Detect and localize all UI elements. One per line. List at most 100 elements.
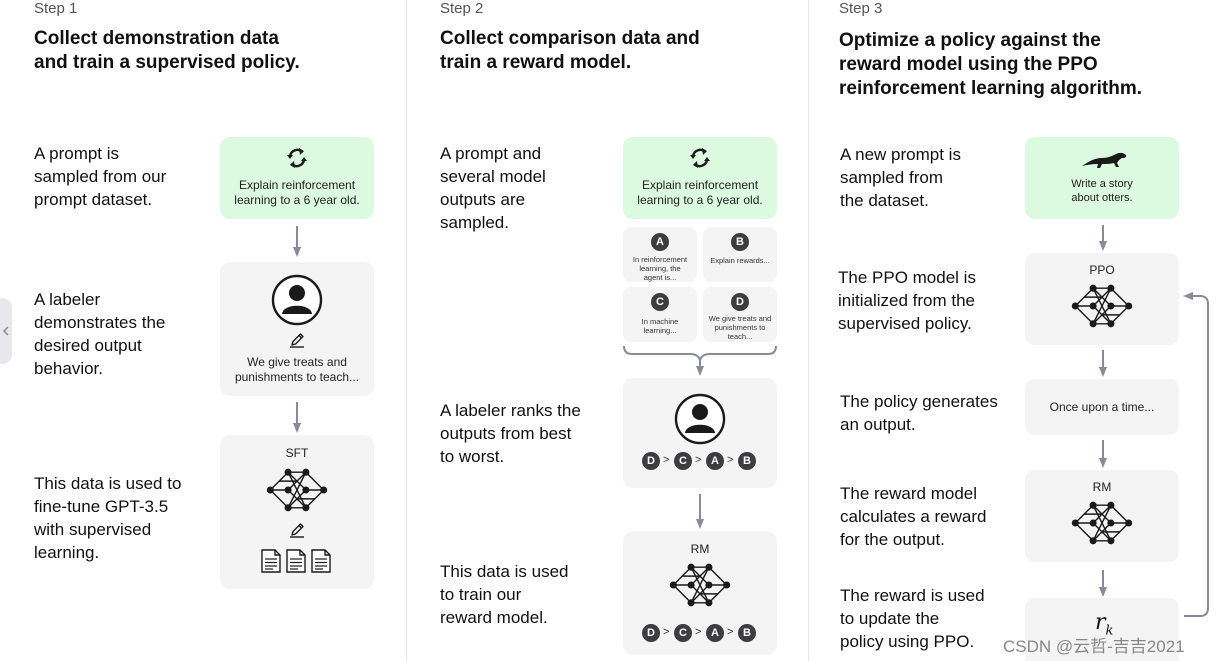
desc-line: demonstrates the <box>34 313 166 332</box>
sft-model-box: SFT <box>220 435 374 589</box>
ranking-row: D > C > A > B <box>642 624 762 642</box>
output-card-a: A In reinforcement learning, the agent i… <box>623 227 697 282</box>
desc-line: desired output <box>34 336 142 355</box>
prompt-box: Explain reinforcement learning to a 6 ye… <box>623 137 777 219</box>
neural-network-icon <box>668 560 732 610</box>
rank-separator: > <box>727 454 734 466</box>
side-panel-toggle[interactable] <box>0 298 12 364</box>
desc-line: to worst. <box>440 447 505 466</box>
desc-line: The policy generates <box>840 392 998 411</box>
rank-badge: B <box>738 624 756 642</box>
column-divider <box>406 0 407 661</box>
output-line: teach... <box>727 332 753 341</box>
output-text: Explain rewards... <box>705 256 775 265</box>
rank-badge: B <box>738 452 756 470</box>
reward-box: rk <box>1025 598 1179 661</box>
output-card-c: C In machine learning... <box>623 287 697 342</box>
output-letter-badge: C <box>651 293 669 311</box>
output-text: In machine learning... <box>625 317 695 335</box>
desc-line: fine-tune GPT-3.5 <box>34 497 169 516</box>
output-line: Explain rewards... <box>710 256 770 265</box>
rank-badge: A <box>706 452 724 470</box>
desc-line: for the output. <box>840 530 945 549</box>
step-label: Step 1 <box>34 0 78 17</box>
title-line: reinforcement learning algorithm. <box>839 78 1142 99</box>
prompt-line: learning to a 6 year old. <box>637 193 763 207</box>
document-icon <box>261 549 281 573</box>
person-icon <box>674 393 726 445</box>
person-icon <box>271 274 323 326</box>
desc-line: A labeler <box>34 290 101 309</box>
output-line: punishments to <box>714 323 766 332</box>
step-description: The PPO model is initialized from the su… <box>838 266 976 335</box>
prompt-line: Explain reinforcement <box>641 178 759 192</box>
step-description: The policy generates an output. <box>840 390 998 436</box>
desc-line: The reward is used <box>840 586 985 605</box>
desc-line: learning. <box>34 543 100 562</box>
document-icon <box>311 549 331 573</box>
ppo-model-box: PPO <box>1025 253 1179 345</box>
output-letter-badge: A <box>651 233 669 251</box>
desc-line: an output. <box>840 415 916 434</box>
neural-network-icon <box>1070 498 1134 548</box>
step-description: A labeler demonstrates the desired outpu… <box>34 288 165 380</box>
title-line: Collect comparison data and <box>440 28 700 49</box>
desc-line: calculates a reward <box>840 507 987 526</box>
rank-badge: D <box>642 624 660 642</box>
step-title: Optimize a policy against the reward mod… <box>839 29 1142 101</box>
output-line: We give treats and <box>708 314 772 323</box>
desc-line: outputs are <box>440 190 526 209</box>
step-description: A prompt is sampled from our prompt data… <box>34 142 166 211</box>
prompt-text: Explain reinforcement learning to a 6 ye… <box>623 178 777 208</box>
desc-line: with supervised <box>34 520 152 539</box>
title-line: and train a supervised policy. <box>34 52 300 73</box>
desc-line: sampled from <box>840 168 943 187</box>
refresh-arrows-icon <box>688 146 712 170</box>
desc-line: to update the <box>840 609 940 628</box>
ranking-box: D > C > A > B <box>623 378 777 488</box>
desc-line: The PPO model is <box>838 268 976 287</box>
rank-separator: > <box>663 454 670 466</box>
reward-model-box: RM <box>1025 470 1179 562</box>
watermark: CSDN @云哲-吉吉2021 <box>1003 637 1185 656</box>
output-line: In machine <box>641 317 679 326</box>
refresh-arrows-icon <box>285 146 309 170</box>
policy-output-box: Once upon a time... <box>1025 379 1179 435</box>
output-line: agent is... <box>643 273 677 282</box>
reward-model-box: RM D > C > A > B <box>623 531 777 655</box>
rank-badge: D <box>642 452 660 470</box>
desc-line: This data is used <box>440 562 569 581</box>
document-icon <box>286 549 306 573</box>
demo-line: We give treats and <box>247 355 347 369</box>
desc-line: to train our <box>440 585 522 604</box>
step-description: The reward is used to update the policy … <box>840 584 985 653</box>
desc-line: behavior. <box>34 359 103 378</box>
desc-line: outputs from best <box>440 424 572 443</box>
neural-network-icon <box>1070 281 1134 331</box>
rank-badge: C <box>674 624 692 642</box>
reward-subscript: k <box>1105 623 1114 639</box>
prompt-line: Write a story <box>1071 178 1133 190</box>
output-text: We give treats and punishments to teach.… <box>705 314 775 341</box>
column-divider <box>808 0 809 661</box>
desc-line: reward model. <box>440 608 548 627</box>
rank-badge: C <box>674 452 692 470</box>
labeler-box: We give treats and punishments to teach.… <box>220 262 374 396</box>
step-description: A prompt and several model outputs are s… <box>440 142 546 234</box>
output-line: In reinforcement <box>632 255 688 264</box>
desc-line: sampled from our <box>34 167 167 186</box>
output-text: In reinforcement learning, the agent is.… <box>625 255 695 282</box>
prompt-box: Write a story about otters. <box>1025 137 1179 219</box>
prompt-line: Explain reinforcement <box>238 178 356 192</box>
step-description: The reward model calculates a reward for… <box>840 482 986 551</box>
title-line: Optimize a policy against the <box>839 30 1101 51</box>
pencil-icon <box>289 522 305 538</box>
rank-separator: > <box>663 626 670 638</box>
title-line: train a reward model. <box>440 52 632 73</box>
model-label: SFT <box>285 446 309 460</box>
prompt-line: about otters. <box>1071 192 1133 204</box>
desc-line: sampled. <box>440 213 509 232</box>
desc-line: the dataset. <box>840 191 929 210</box>
demonstration-text: We give treats and punishments to teach.… <box>220 355 374 385</box>
output-letter-badge: D <box>731 293 749 311</box>
